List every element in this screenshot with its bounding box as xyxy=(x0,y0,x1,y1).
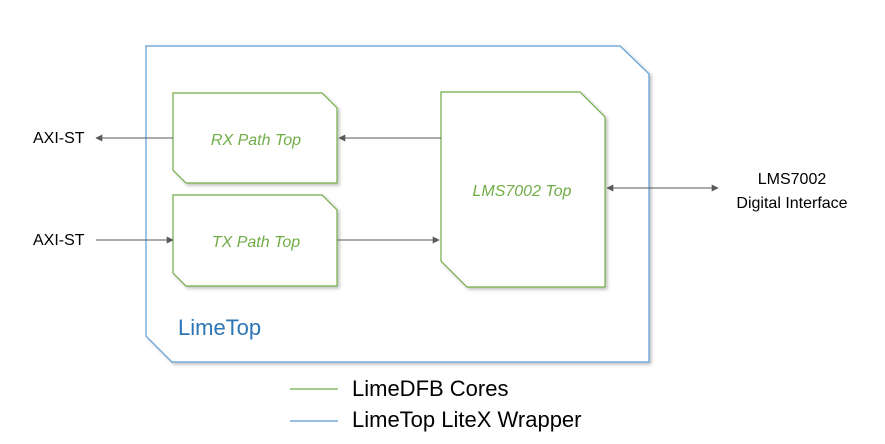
lms7002-interface-line1: LMS7002 xyxy=(758,171,827,188)
tx-path-top-block: TX Path Top xyxy=(172,194,338,287)
connections xyxy=(95,134,719,244)
axi-st-out-label: AXI-ST xyxy=(33,130,85,147)
rx-path-top-label: RX Path Top xyxy=(211,132,301,149)
axi-st-in-label: AXI-ST xyxy=(33,232,85,249)
legend: LimeDFB Cores LimeTop LiteX Wrapper xyxy=(290,376,582,432)
lms7002-interface-line2: Digital Interface xyxy=(736,195,847,212)
legend-label-cores: LimeDFB Cores xyxy=(352,376,508,401)
tx-path-top-label: TX Path Top xyxy=(212,234,300,251)
legend-label-wrapper: LimeTop LiteX Wrapper xyxy=(352,407,582,432)
rx-path-top-block: RX Path Top xyxy=(172,92,338,184)
limetop-label: LimeTop xyxy=(178,315,261,340)
lms7002-top-label: LMS7002 Top xyxy=(472,183,571,200)
lms7002-top-block: LMS7002 Top xyxy=(440,91,606,288)
